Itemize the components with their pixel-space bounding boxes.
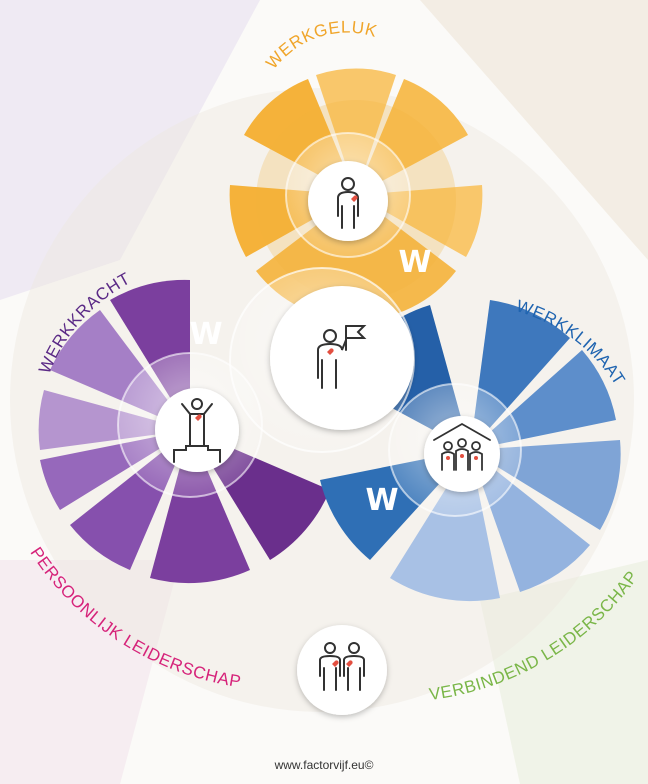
w-mark-right: W bbox=[365, 483, 398, 518]
footer-url: www.factorvijf.eu© bbox=[274, 758, 374, 772]
team-house-icon bbox=[424, 416, 500, 492]
person-podium-icon bbox=[155, 388, 239, 472]
person-heart-icon bbox=[308, 161, 388, 241]
two-people-icon bbox=[297, 625, 387, 715]
leader-flag-icon bbox=[270, 286, 414, 430]
w-mark-top: W bbox=[398, 245, 431, 280]
w-mark-left: W bbox=[189, 317, 222, 352]
